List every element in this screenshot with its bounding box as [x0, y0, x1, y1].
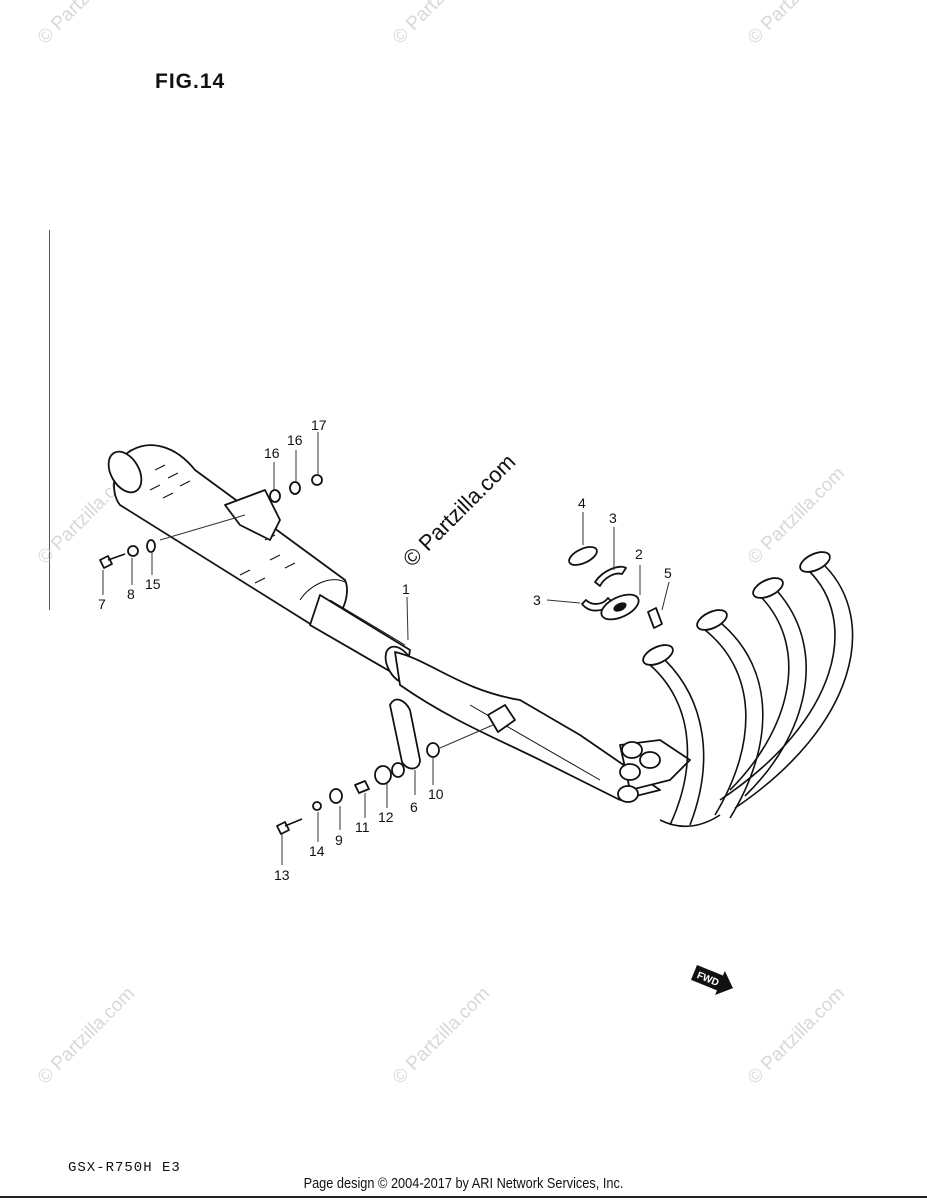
mid-pipe [309, 594, 661, 801]
callout-11: 11 [355, 819, 370, 835]
watermark-bot-right: © Partzilla.com [744, 983, 849, 1088]
watermark-top-right: © Partzilla.com [744, 0, 849, 49]
callout-7: 7 [98, 596, 106, 612]
callout-1: 1 [402, 581, 410, 597]
watermark-top-left: © Partzilla.com [34, 0, 139, 49]
header-pipes [617, 551, 854, 828]
watermark-top-mid: © Partzilla.com [389, 0, 494, 49]
footer-copyright: Page design © 2004-2017 by ARI Network S… [303, 1175, 624, 1192]
scan-margin-line [49, 230, 50, 610]
forward-direction-arrow: FWD [691, 965, 733, 995]
callout-9: 9 [335, 832, 343, 848]
callout-3a: 3 [609, 510, 617, 526]
callout-16b: 16 [287, 432, 303, 448]
model-code: GSX-R750H E3 [68, 1160, 181, 1176]
callout-13: 13 [274, 867, 290, 883]
watermark-mid-right: © Partzilla.com [744, 463, 849, 568]
muffler-body [107, 444, 348, 631]
watermark-bot-mid: © Partzilla.com [389, 983, 494, 1088]
callout-12: 12 [378, 809, 394, 825]
flange-parts [568, 546, 663, 629]
footer-rule [0, 1196, 927, 1198]
callout-numbers: 1 2 3 3 4 5 6 7 8 9 10 11 12 13 14 15 16… [98, 417, 672, 883]
callout-5: 5 [664, 565, 672, 581]
leader-lines [102, 432, 670, 865]
callout-14: 14 [309, 843, 325, 859]
figure-title: FIG.14 [155, 70, 226, 93]
callout-16a: 16 [264, 445, 280, 461]
callout-10: 10 [428, 786, 444, 802]
callout-15: 15 [145, 576, 161, 592]
callout-17: 17 [311, 417, 327, 433]
callout-4: 4 [578, 495, 586, 511]
callout-3b: 3 [533, 592, 541, 608]
hardware-parts [99, 474, 440, 835]
callout-8: 8 [127, 586, 135, 602]
callout-6: 6 [410, 799, 418, 815]
callout-2: 2 [635, 546, 643, 562]
watermark-main: © Partzilla.com [398, 449, 521, 572]
watermark-bot-left: © Partzilla.com [34, 983, 139, 1088]
